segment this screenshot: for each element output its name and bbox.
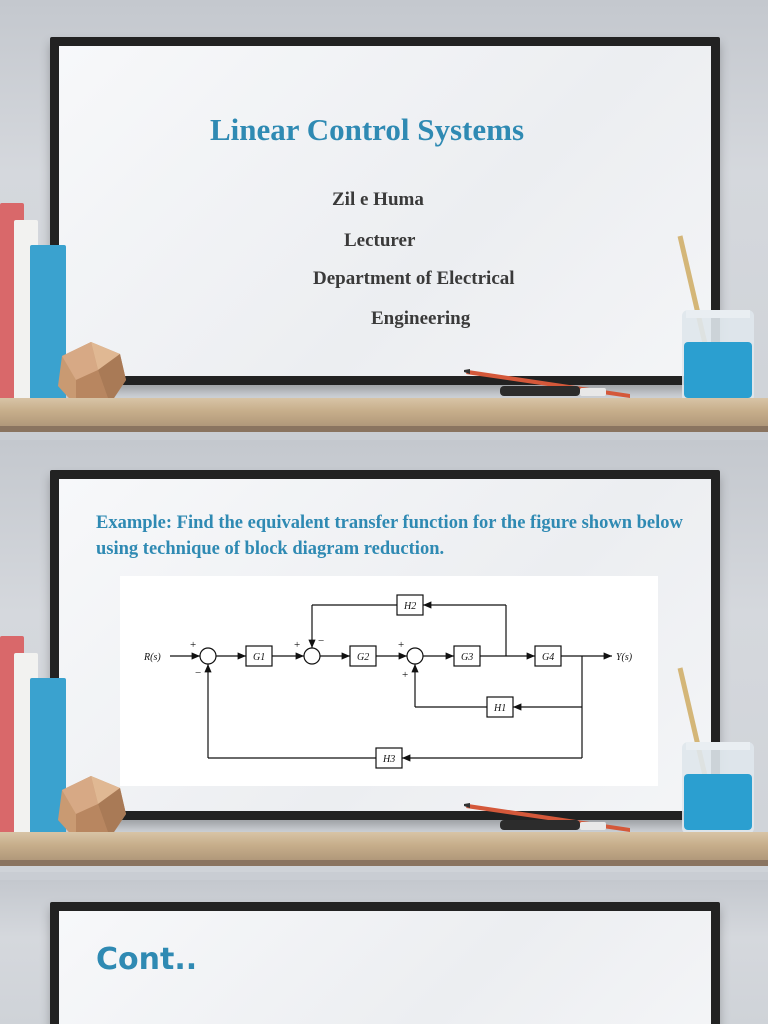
whiteboard <box>50 37 720 385</box>
sum3-plus-sign-lower: + <box>402 669 408 681</box>
department-line-1: Department of Electrical <box>313 268 515 289</box>
example-prompt: Example: Find the equivalent transfer fu… <box>96 513 683 559</box>
sum2-minus-sign: − <box>318 635 324 647</box>
sum3-plus-sign: + <box>398 639 404 651</box>
sum2-plus-sign: + <box>294 639 300 651</box>
slide-title-heading: Linear Control Systems <box>209 112 525 147</box>
block-g2: G2 <box>357 652 369 663</box>
wooden-geode-icon <box>58 776 126 840</box>
presenter-role: Lecturer <box>344 230 416 251</box>
block-diagram: R(s) Y(s) G1 G2 G3 G4 H1 H2 H3 + − + − +… <box>120 576 658 786</box>
pencil-icon <box>464 803 630 832</box>
block-h1: H1 <box>493 703 506 714</box>
block-h2: H2 <box>403 601 416 612</box>
input-label: R(s) <box>143 652 161 663</box>
block-g4: G4 <box>542 652 554 663</box>
block-h3: H3 <box>382 754 395 765</box>
whiteboard <box>50 902 720 1024</box>
department-line-2: Engineering <box>371 308 471 329</box>
slide-title: Linear Control Systems Zil e Huma Lectur… <box>0 0 768 432</box>
continued-heading: Cont.. <box>96 942 198 977</box>
whiteboard-surface <box>59 46 711 376</box>
block-g3: G3 <box>461 652 473 663</box>
slide-continued <box>0 880 768 1024</box>
wooden-geode-icon <box>58 342 126 406</box>
sum1-minus-sign: − <box>195 667 201 679</box>
paint-jar-icon <box>677 667 754 834</box>
pencil-icon <box>464 369 630 398</box>
sum1-plus-sign: + <box>190 639 196 651</box>
shelf-edge <box>0 426 768 432</box>
paint-jar-icon <box>677 235 754 402</box>
block-g1: G1 <box>253 652 265 663</box>
whiteboard-surface <box>59 911 711 1024</box>
presenter-name: Zil e Huma <box>332 189 424 210</box>
output-label: Y(s) <box>616 652 633 663</box>
shelf-edge <box>0 860 768 866</box>
